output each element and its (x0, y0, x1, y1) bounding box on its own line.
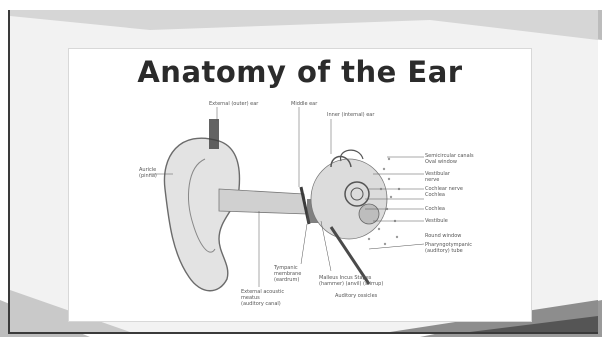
ear-diagram-card: Anatomy of the Ear (68, 48, 532, 322)
label-pharyngotympanic-tube: Pharyngotympanic (auditory) tube (425, 242, 472, 254)
label-inner-ear: Inner (internal) ear (327, 112, 374, 118)
label-vestibular-nerve: Vestibular nerve (425, 171, 450, 183)
label-semicircular-canals: Semicircular canals Oval window (425, 153, 474, 165)
label-external-ear: External (outer) ear (209, 101, 258, 107)
label-auricle: Auricle (pinna) (139, 167, 157, 179)
label-round-window: Round window (425, 233, 461, 239)
label-ossicles: Malleus Incus Stapes (hammer) (anvil) (s… (319, 275, 383, 287)
label-cochlear-nerve: Cochlear nerve Cochlea (425, 186, 463, 198)
slide: Anatomy of the Ear (8, 10, 598, 334)
label-tympanic-membrane: Tympanic membrane (eardrum) (274, 265, 301, 283)
label-vestibule: Vestibule (425, 218, 448, 224)
label-cochlea: Cochlea (425, 206, 445, 212)
label-external-acoustic-meatus: External acoustic meatus (auditory canal… (241, 289, 284, 307)
label-middle-ear: Middle ear (291, 101, 317, 107)
label-auditory-ossicles: Auditory ossicles (335, 293, 377, 299)
